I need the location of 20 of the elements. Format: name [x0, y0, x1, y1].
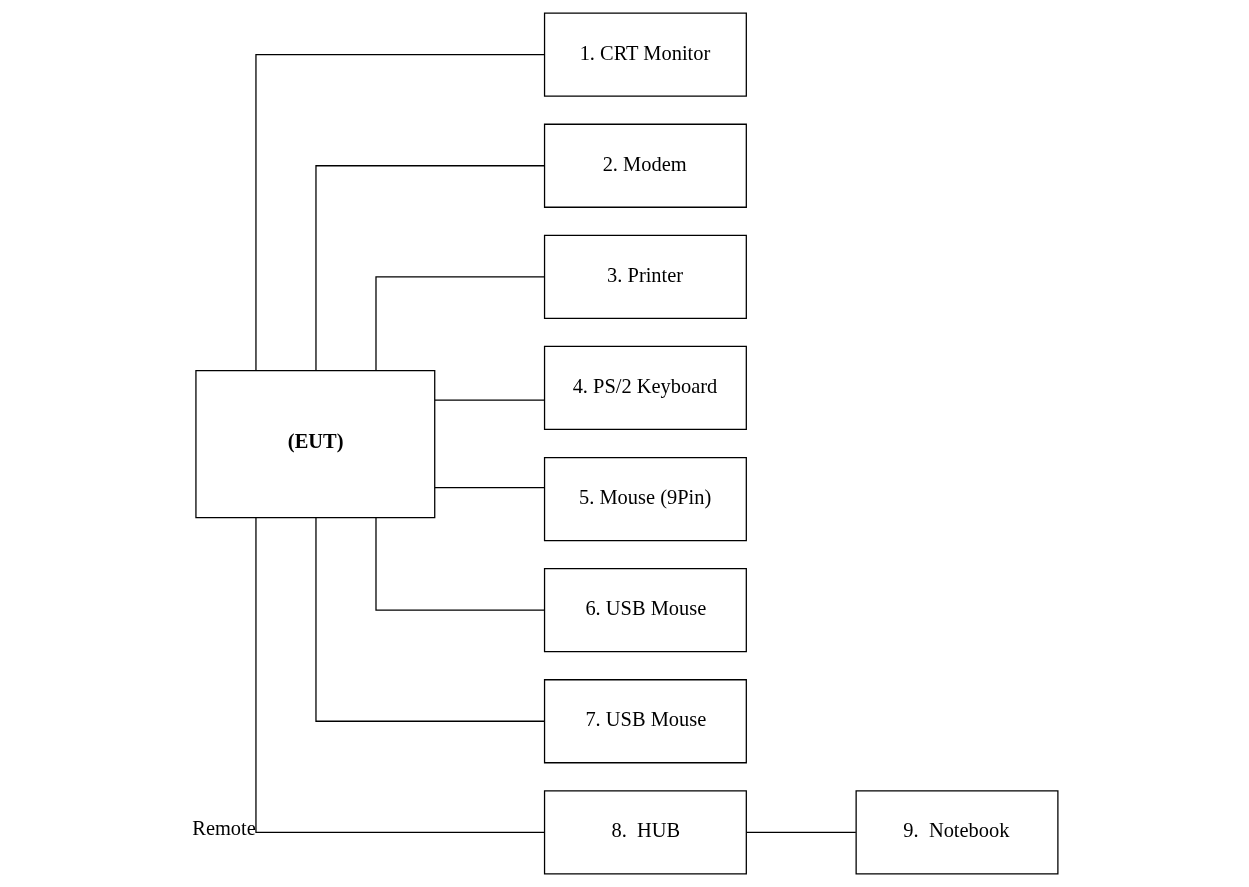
connector: [433, 486, 545, 489]
edge-label: Remote: [191, 817, 256, 840]
connector: [745, 831, 856, 833]
connector: [374, 276, 545, 371]
node-box: 9. Notebook: [855, 790, 1059, 875]
node-box: 1. CRT Monitor: [543, 12, 747, 97]
node-box: 5. Mouse (9Pin): [543, 456, 747, 542]
node-box: 8. HUB: [543, 790, 747, 875]
node-box: 3. Printer: [543, 234, 747, 319]
connector: [433, 399, 545, 401]
connector: [254, 54, 545, 372]
node-box: 7. USB Mouse: [543, 679, 747, 764]
node-box: 6. USB Mouse: [543, 568, 747, 653]
connector: [374, 517, 545, 611]
connector: [314, 517, 545, 722]
connector: [254, 517, 545, 833]
connector: [314, 165, 545, 372]
node-box: 4. PS/2 Keyboard: [543, 345, 747, 431]
node-box: (EUT): [194, 370, 435, 519]
node-box: 2. Modem: [543, 123, 747, 208]
